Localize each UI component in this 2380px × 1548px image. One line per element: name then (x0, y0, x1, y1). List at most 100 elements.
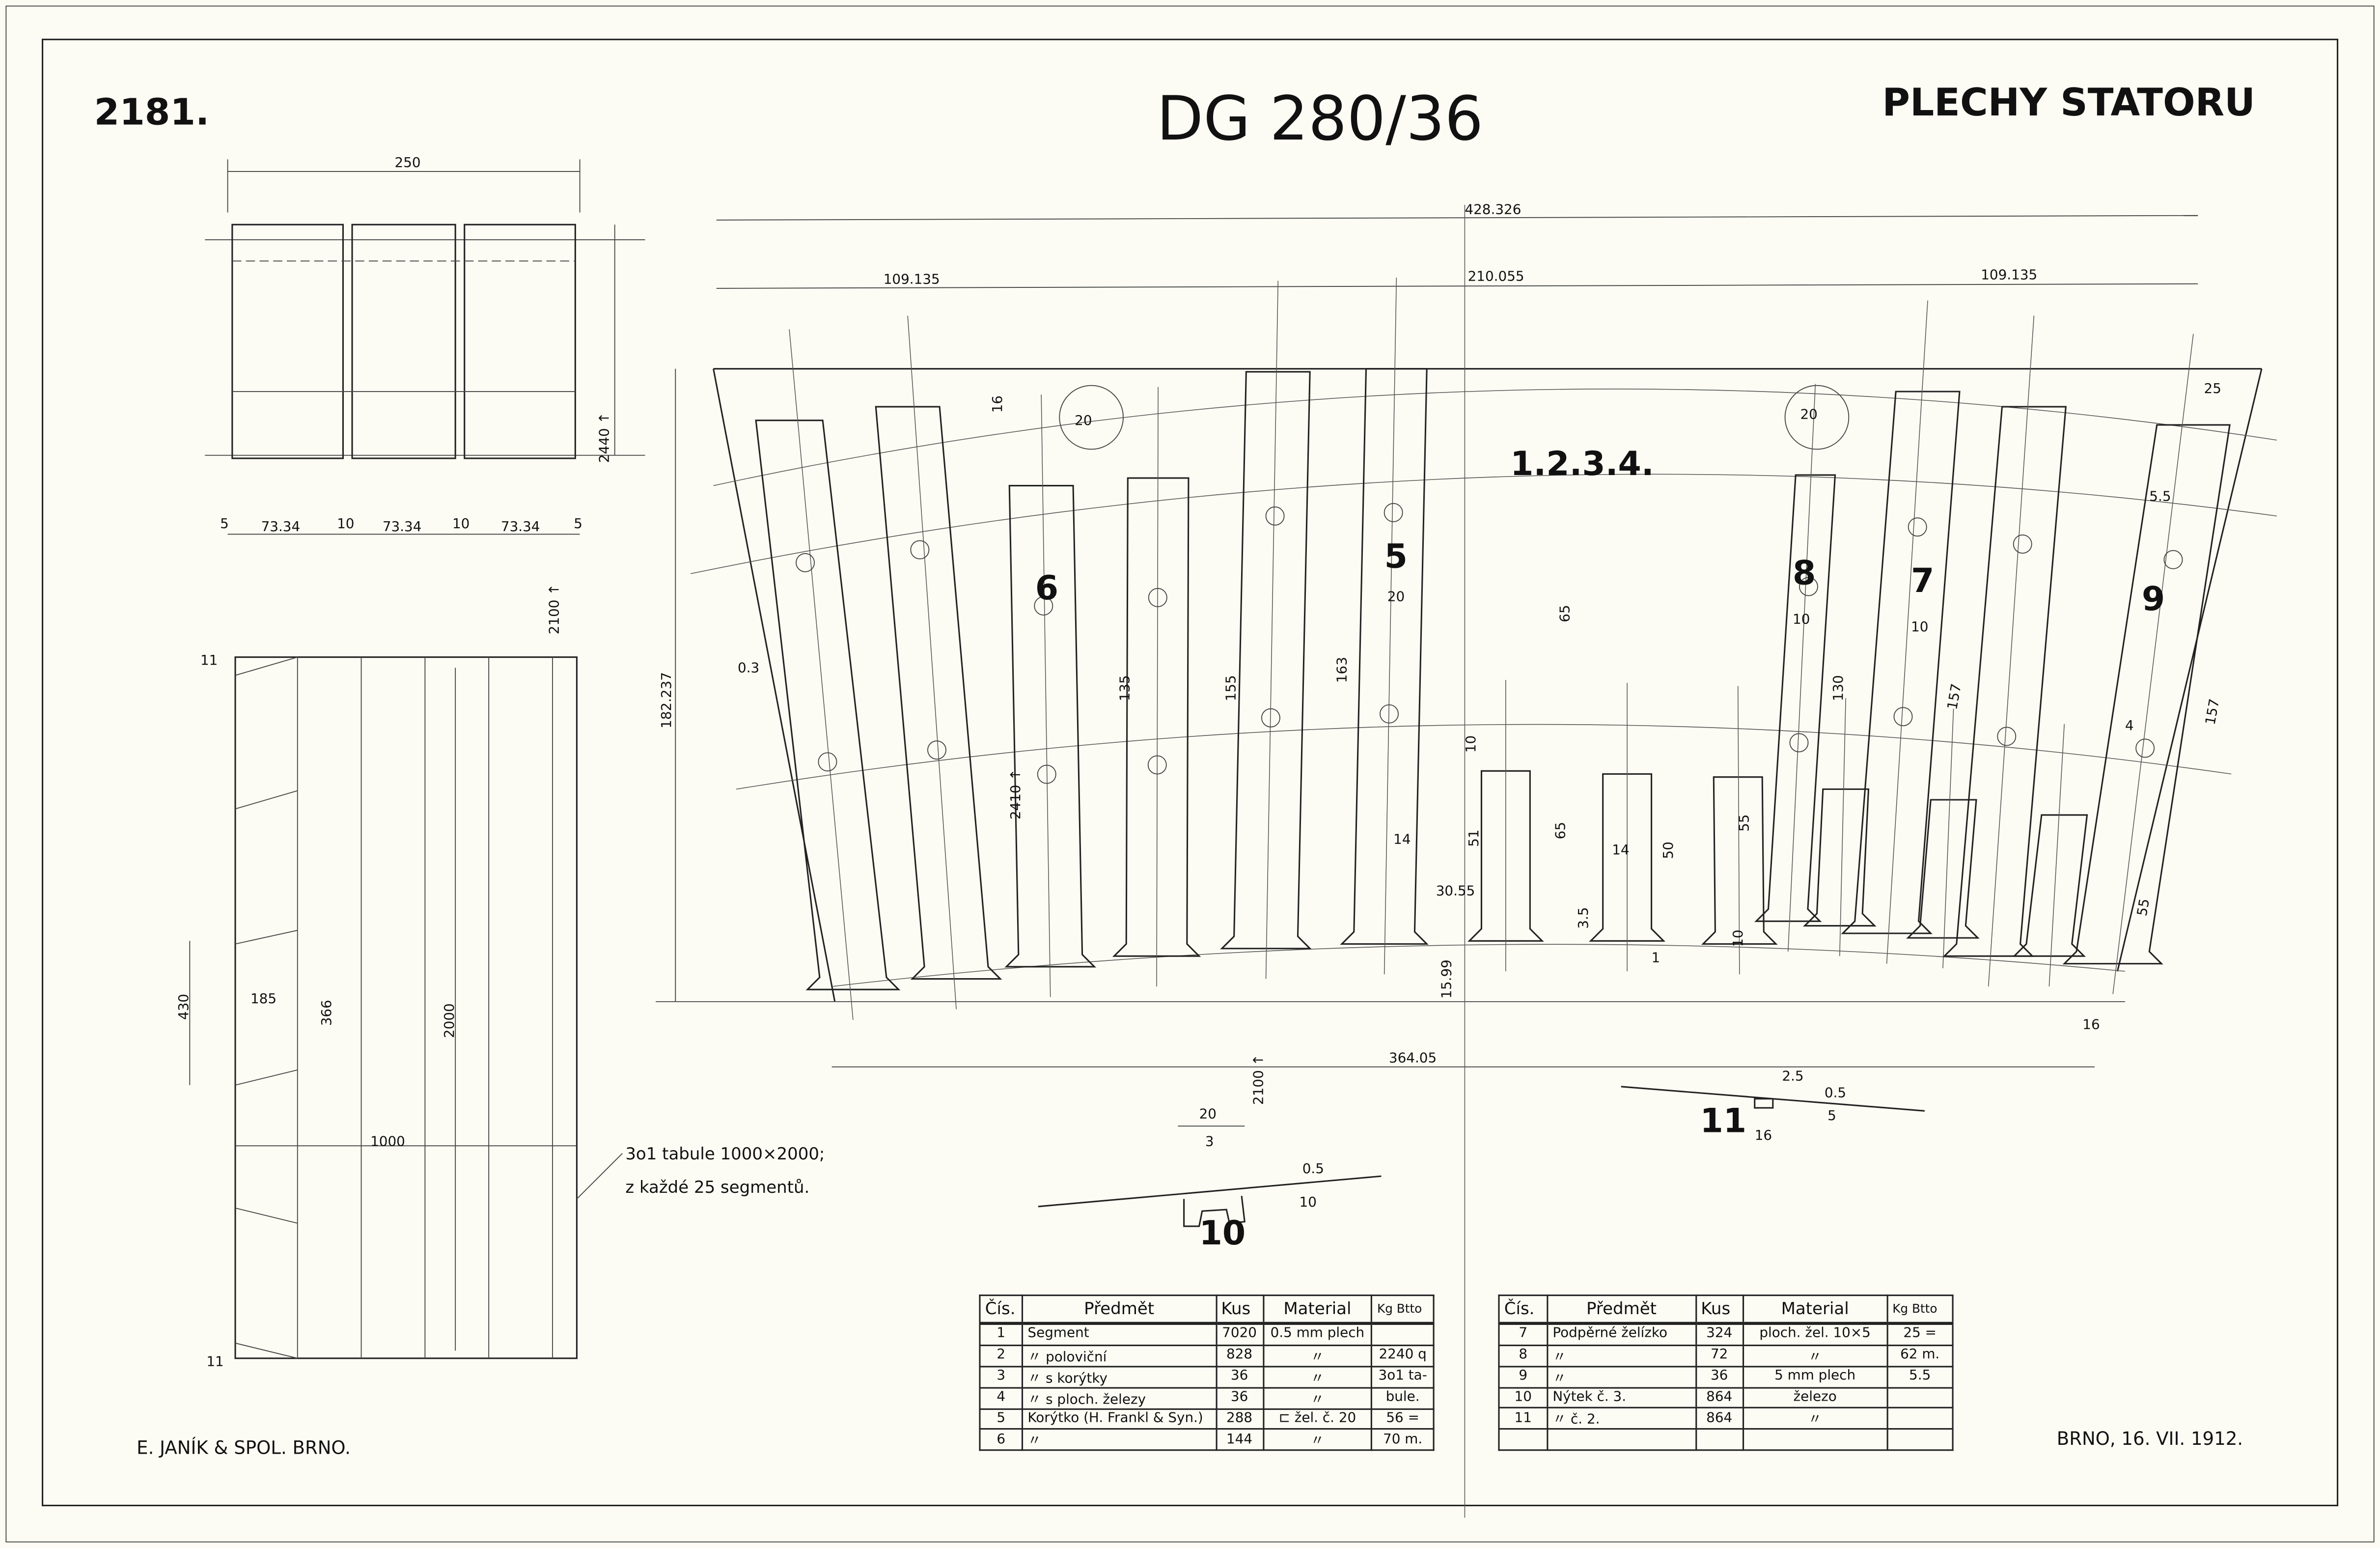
dim-gap: 5 (220, 515, 229, 532)
dim-label: 25 (2204, 380, 2221, 396)
dim-1000: 1000 (370, 1133, 405, 1149)
col-header: Předmět (1546, 1295, 1697, 1325)
center-line (1988, 315, 2035, 987)
rivet-hole (1261, 708, 1280, 728)
dim-label: 20 (1387, 588, 1405, 604)
rivet-hole (2163, 550, 2183, 569)
dim-2000: 2000 (441, 1003, 457, 1038)
stator-tooth-strip (1942, 406, 2067, 957)
cell-material: ⊏ žel. č. 20 (1262, 1407, 1373, 1430)
note-line-2: z každé 25 segmentů. (625, 1178, 809, 1197)
dim-center: 210.055 (1468, 268, 1524, 284)
stator-tooth-strip (1589, 773, 1666, 942)
cell-number: 3 (979, 1365, 1024, 1388)
dim-label: 51 (1466, 829, 1482, 846)
dim-width: 250 (395, 154, 421, 170)
cell-weight: 56 = (1371, 1407, 1435, 1430)
dim-label: 2100 ↑ (1250, 1054, 1266, 1105)
cell-material: 〃 (1262, 1365, 1373, 1388)
dim-label: 14 (1393, 831, 1411, 847)
cell-quantity: 36 (1694, 1365, 1744, 1388)
col-header: Čís. (979, 1295, 1024, 1325)
part-8: 8 (1793, 554, 1816, 592)
cell-quantity: 324 (1694, 1323, 1744, 1346)
cell-quantity: 864 (1694, 1407, 1744, 1430)
rivet-hole (1908, 517, 1927, 537)
dim-366: 366 (318, 1000, 334, 1026)
top-view: 250 2440 ↑ 5 73.34 10 73.34 10 73.34 5 2… (205, 154, 645, 634)
dim-segment-width: 73.34 (501, 518, 540, 535)
stator-tooth-strip (1802, 788, 1877, 927)
cell-item: 〃 č. 2. (1546, 1407, 1697, 1430)
stator-tooth-strip (2012, 814, 2088, 957)
cell-weight: 3o1 ta- (1371, 1365, 1435, 1388)
cell-weight (1886, 1407, 1954, 1430)
dim-label: 0.5 (1302, 1160, 1324, 1177)
cell-quantity: 72 (1694, 1344, 1744, 1367)
cell-item: 〃 (1546, 1344, 1697, 1367)
dim-label: 30.55 (1436, 883, 1475, 899)
cell-number: 4 (979, 1386, 1024, 1409)
cell-quantity: 7020 (1215, 1323, 1264, 1346)
rivet-hole (1384, 503, 1403, 522)
col-header: Material (1742, 1295, 1888, 1325)
dim-sheet-height: 2100 ↑ (546, 584, 562, 634)
dim-label: 50 (1660, 842, 1676, 859)
center-line (1886, 300, 1928, 964)
part-11: 11 (1700, 1102, 1746, 1141)
dim-height: 182.237 (658, 672, 674, 729)
dim-height: 2440 ↑ (596, 412, 612, 463)
stator-tooth-strip (1754, 474, 1836, 922)
cell-item: Nýtek č. 3. (1546, 1386, 1697, 1408)
cell-material: ploch. žel. 10×5 (1742, 1323, 1888, 1346)
rivet-hole (1147, 755, 1167, 775)
dim-top: 11 (200, 652, 218, 668)
cell-number (1498, 1428, 1549, 1450)
cell-weight: 62 m. (1886, 1344, 1954, 1367)
center-line (1787, 384, 1816, 952)
part-7: 7 (1911, 562, 1934, 600)
center-line (1041, 394, 1051, 997)
dimension-labels: 16 20 20 25 5.5 0.3 2410 ↑ 135 155 163 2… (738, 380, 2222, 1105)
note-line-1: 3o1 tabule 1000×2000; (625, 1144, 825, 1164)
cell-weight: 5.5 (1886, 1365, 1954, 1388)
dim-label: 3.5 (1575, 907, 1591, 929)
cell-weight: 2240 q (1371, 1344, 1435, 1367)
col-header: Material (1262, 1295, 1373, 1325)
dim-bottom-chord: 364.05 (1389, 1049, 1437, 1066)
cell-quantity: 864 (1694, 1386, 1744, 1408)
stator-tooth-strip (1701, 776, 1778, 945)
dim-label: 157 (1944, 682, 1965, 711)
cell-item: Podpěrné želízko (1546, 1323, 1697, 1346)
dim-label: 157 (2202, 698, 2223, 726)
cell-quantity: 36 (1215, 1386, 1264, 1409)
cell-weight (1886, 1386, 1954, 1408)
dim-430: 430 (175, 994, 192, 1020)
rivet-hole (1997, 727, 2017, 746)
cell-quantity: 288 (1215, 1407, 1264, 1430)
stator-tooth-strip (1467, 770, 1544, 942)
detail-10: 20 3 0.5 10 10 (1038, 1106, 1382, 1253)
dim-label: 130 (1830, 675, 1846, 701)
model-title: DG 280/36 (1157, 84, 1483, 154)
cell-quantity: 828 (1215, 1344, 1264, 1367)
dim-label: 55 (1736, 815, 1752, 832)
rivet-hole (1265, 506, 1285, 526)
dim-label: 0.5 (1825, 1084, 1846, 1100)
table-row: 11〃 č. 2.864〃 (1498, 1407, 1954, 1430)
cell-item: Segment (1022, 1323, 1217, 1346)
dim-label: 65 (1552, 822, 1568, 839)
rivet-hole (2135, 738, 2155, 758)
col-header: Předmět (1022, 1295, 1217, 1325)
table-row (1498, 1428, 1954, 1450)
table-row: 8〃72〃62 m. (1498, 1344, 1954, 1367)
stator-tooth-strip (1841, 391, 1961, 934)
rivet-hole (1893, 707, 1913, 727)
cell-item: 〃 poloviční (1022, 1344, 1217, 1367)
cell-number: 6 (979, 1428, 1024, 1451)
